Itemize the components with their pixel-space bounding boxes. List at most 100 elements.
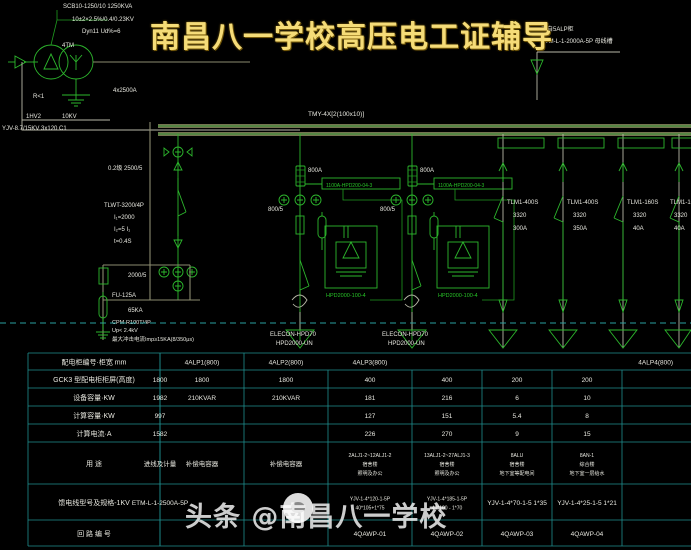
table-cell: 照明及办公 (434, 470, 459, 477)
table-cell: YJV-1-4*70-1-5 1*35 (487, 500, 547, 507)
ct-class-label: 0.2级 2500/5 (108, 164, 143, 172)
table-cell: 1582 (153, 431, 168, 438)
capacitor-bank-2 (390, 134, 515, 349)
table-cell: 210KVAR (188, 395, 216, 402)
table-cell: 210KVAR (272, 395, 300, 402)
table-cell: 计算电流·A (77, 429, 112, 438)
table-cell: 200 (582, 377, 593, 384)
table-cell: 8AN-1 (580, 453, 594, 459)
cap2-unit: HPD2000-UN (388, 341, 425, 347)
table-cell: 4ALP1(800) (185, 360, 220, 367)
table-cell: 4ALP2(800) (269, 360, 304, 367)
spd-imp: 最大冲击电流Imp≥15KA(8/350μs) (112, 335, 194, 343)
schedule-table (27, 352, 691, 547)
table-cell: 1800 (153, 377, 168, 384)
cap1-brand: ELECON-HPD70 (270, 332, 317, 338)
table-cell: 400 (442, 377, 453, 384)
table-cell: 6 (515, 395, 519, 402)
hv-cable-spec: YJV-8.7/15KV 3x120 C1 (2, 126, 67, 132)
table-cell: 计算容量·KW (73, 411, 115, 420)
table-cell: 1800 (279, 377, 294, 384)
schedule-table-text: 配电柜编号·柜宽 mm 4ALP1(800) 4ALP2(800) 4ALP3(800… (53, 358, 673, 539)
fuse-label: FU-125A (112, 293, 136, 299)
feeder-1-tag: TLM1-400S (507, 200, 538, 206)
hv-voltage-label: 10KV (62, 114, 77, 120)
cap2-module: HPD2000-100-4 (438, 293, 478, 299)
table-cell: 200 (512, 377, 523, 384)
table-cell: 127 (365, 413, 376, 420)
table-cell: GCK3 型配电柜柜屏(高度) (53, 375, 135, 384)
table-cell: 回 路 编 号 (77, 529, 111, 538)
feeder-3-tag: TLM1-160S (627, 200, 658, 206)
table-cell: 4ALP4(800) (638, 360, 673, 367)
source-note-line1: 引自5ALP柜 (541, 25, 574, 33)
breaker-time: t=0.4S (114, 239, 132, 245)
table-cell: 15 (583, 431, 591, 438)
feeder-columns (488, 134, 691, 349)
table-cell: 400 (365, 377, 376, 384)
table-cell: 宿舍楼 (509, 461, 524, 468)
source-note-line2: ETM-L-1-2000A-5P 母线槽 (541, 37, 613, 45)
table-cell: 补偿电容器 (186, 459, 219, 468)
cap2-controller-tag: 1100A-HPD200-04-3 (438, 183, 485, 189)
table-cell: 181 (365, 395, 376, 402)
table-cell: 地下室一层给水 (569, 470, 604, 477)
feeder-3-rating: 40A (633, 226, 644, 232)
spd-ka: 65KA (128, 308, 143, 314)
transformer-voltage: 10±2×2.5%/0.4/0.23KV (72, 17, 134, 23)
table-cell: 216 (442, 395, 453, 402)
source-note-leader (530, 51, 620, 100)
table-cell: YJV-1-4*25-1-5 1*21 (557, 500, 617, 507)
feeder-1-line2: 3320 (513, 213, 527, 219)
table-cell: 宿舍楼 (362, 461, 377, 468)
table-cell: 270 (442, 431, 453, 438)
busbar-spec: TMY-4X[2(100x10)] (308, 111, 364, 118)
table-cell: 151 (442, 413, 453, 420)
table-cell: 4ALP3(800) (353, 360, 388, 367)
table-cell: 用 途 (86, 459, 102, 468)
table-cell: 40*105+1*75 (355, 506, 384, 512)
main-breaker-model: TLWT-3200/4P (104, 203, 144, 209)
table-cell: 馈电线型号及规格-1KV (58, 498, 130, 507)
table-cell: 226 (365, 431, 376, 438)
cap1-module: HPD2000-100-4 (326, 293, 366, 299)
feeder-3-line2: 3320 (633, 213, 647, 219)
table-cell: 40*100 - 1*70 (432, 506, 463, 512)
ct2-ratio: 2000/5 (128, 273, 147, 279)
transformer-symbol (8, 10, 300, 131)
table-cell: 8 (585, 413, 589, 420)
feeder-2-line2: 3320 (573, 213, 587, 219)
table-cell: 1800 (195, 377, 210, 384)
feeder-4-tag: TLM1-160S (670, 200, 691, 206)
table-cell: YJV-1-4*185-1-5P (427, 497, 468, 503)
table-cell: 照明及办公 (357, 470, 382, 477)
table-cell: ETM-L-1-2500A-5P (132, 500, 188, 507)
table-cell: 配电柜编号·柜宽 mm (62, 358, 127, 367)
feeder-4-rating: 40A (674, 226, 685, 232)
table-cell: 10 (583, 395, 591, 402)
table-cell: 设备容量·KW (73, 393, 115, 402)
table-cell: 进线及计量 (144, 459, 177, 468)
hv-cabinet-label: 1HV2 (26, 114, 42, 120)
table-cell: 4QAWP-01 (354, 531, 387, 538)
cap1-controller-tag: 1100A-HPD200-04-3 (326, 183, 373, 189)
table-cell: 地下室等配电间 (499, 470, 534, 477)
cap2-breaker-rating: 800A (420, 168, 434, 174)
cap2-brand: ELECON-HPD70 (382, 332, 429, 338)
table-cell: 1982 (153, 395, 168, 402)
table-cell: 补偿电容器 (270, 459, 303, 468)
feeder-1-rating: 300A (513, 226, 527, 232)
table-cell: 9 (515, 431, 519, 438)
transformer-tag: 4TM (62, 43, 74, 49)
cap1-breaker-rating: 800A (308, 168, 322, 174)
table-cell: 5.4 (512, 413, 521, 420)
spd-up: Up< 2.4kV (112, 328, 138, 334)
table-cell: YJV-1-4*120-1-5P (350, 497, 391, 503)
table-cell: 宿舍楼 (439, 461, 454, 468)
feeder-2-tag: TLM1-400S (567, 200, 598, 206)
table-cell: 4QAWP-02 (431, 531, 464, 538)
table-cell: 4QAWP-04 (571, 531, 604, 538)
table-cell: 综合楼 (579, 461, 594, 468)
